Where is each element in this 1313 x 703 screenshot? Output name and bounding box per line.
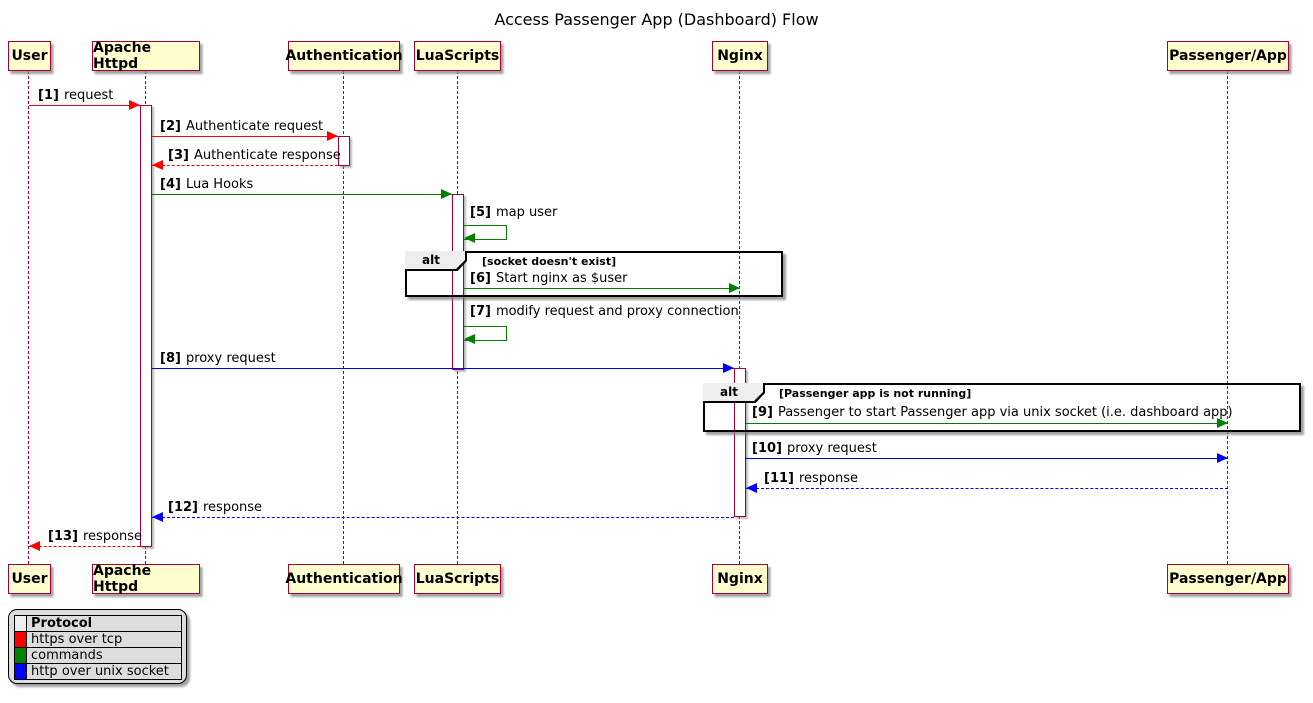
participant-top-nginx: Nginx bbox=[712, 41, 768, 71]
legend-table: Protocol https over tcp commands http ov… bbox=[14, 615, 182, 680]
message-3-line bbox=[152, 165, 338, 166]
lifeline-user bbox=[28, 71, 29, 564]
message-4-arrowhead bbox=[441, 189, 452, 199]
message-1-line bbox=[29, 105, 140, 106]
alt-frame-tab: alt bbox=[703, 383, 765, 403]
legend-label: http over unix socket bbox=[26, 663, 182, 680]
alt-frame-passenger: alt [Passenger app is not running] bbox=[703, 383, 1301, 432]
legend-header-swatch bbox=[14, 615, 27, 632]
message-2-label: [2]Authenticate request bbox=[160, 119, 324, 134]
message-10-arrowhead bbox=[1217, 453, 1228, 463]
alt-frame-tab: alt bbox=[405, 251, 467, 271]
message-13-label: [13]response bbox=[48, 529, 143, 544]
participant-bottom-user: User bbox=[8, 564, 51, 594]
activation-authentication bbox=[338, 136, 350, 166]
participant-label: User bbox=[11, 571, 48, 587]
participant-label: Passenger/App bbox=[1169, 571, 1287, 587]
message-6-arrowhead bbox=[729, 283, 740, 293]
participant-top-authentication: Authentication bbox=[285, 41, 403, 71]
message-6-label: [6]Start nginx as $user bbox=[470, 271, 628, 286]
participant-top-passenger-app: Passenger/App bbox=[1167, 41, 1289, 71]
message-8-line bbox=[152, 368, 734, 369]
message-2-line bbox=[152, 136, 338, 137]
participant-label: Authentication bbox=[285, 48, 403, 64]
participant-top-user: User bbox=[8, 41, 51, 71]
message-6-line bbox=[464, 288, 740, 289]
legend: Protocol https over tcp commands http ov… bbox=[8, 609, 187, 684]
message-12-label: [12]response bbox=[168, 500, 263, 515]
message-11-label: [11]response bbox=[764, 471, 859, 486]
participant-label: Nginx bbox=[717, 48, 763, 64]
message-10-line bbox=[746, 458, 1228, 459]
alt-frame-label: alt bbox=[703, 383, 763, 401]
message-2-arrowhead bbox=[327, 131, 338, 141]
participant-label: Authentication bbox=[285, 571, 403, 587]
alt-frame-label: alt bbox=[405, 251, 465, 269]
message-11-line bbox=[746, 488, 1228, 489]
message-7-label: [7]modify request and proxy connection bbox=[470, 304, 739, 319]
legend-row-unix-socket: http over unix socket bbox=[14, 663, 182, 680]
participant-top-luascripts: LuaScripts bbox=[414, 41, 501, 71]
participant-bottom-apache-httpd: Apache Httpd bbox=[92, 563, 200, 595]
message-5-label: [5]map user bbox=[470, 205, 558, 220]
message-7-arrowhead bbox=[464, 334, 475, 344]
message-8-arrowhead bbox=[723, 363, 734, 373]
diagram-title: Access Passenger App (Dashboard) Flow bbox=[494, 10, 819, 29]
participant-bottom-nginx: Nginx bbox=[712, 564, 768, 594]
participant-label: Apache Httpd bbox=[93, 563, 152, 595]
message-11-arrowhead bbox=[746, 483, 757, 493]
legend-label: commands bbox=[26, 647, 182, 664]
legend-row-https: https over tcp bbox=[14, 631, 182, 648]
activation-luascripts bbox=[452, 194, 464, 370]
participant-top-apache-httpd: Apache Httpd bbox=[92, 40, 200, 72]
message-3-arrowhead bbox=[152, 160, 163, 170]
message-13-line bbox=[29, 546, 140, 547]
message-10-label: [10]proxy request bbox=[752, 441, 877, 456]
legend-header-label: Protocol bbox=[26, 615, 182, 632]
activation-apache-httpd bbox=[140, 105, 152, 547]
legend-row-commands: commands bbox=[14, 647, 182, 664]
message-1-arrowhead bbox=[129, 100, 140, 110]
message-12-line bbox=[152, 517, 734, 518]
message-9-label: [9]Passenger to start Passenger app via … bbox=[752, 405, 1233, 420]
message-4-label: [4]Lua Hooks bbox=[160, 177, 254, 192]
participant-label: Apache Httpd bbox=[93, 40, 152, 72]
legend-swatch-blue bbox=[14, 663, 27, 680]
message-4-line bbox=[152, 194, 452, 195]
alt-frame-condition: [socket doesn't exist] bbox=[482, 255, 617, 268]
message-3-label: [3]Authenticate response bbox=[168, 148, 341, 163]
legend-label: https over tcp bbox=[26, 631, 182, 648]
participant-bottom-authentication: Authentication bbox=[285, 564, 403, 594]
legend-header-row: Protocol bbox=[14, 615, 182, 632]
message-13-arrowhead bbox=[29, 541, 40, 551]
participant-label: User bbox=[11, 48, 48, 64]
message-5-arrowhead bbox=[464, 233, 475, 243]
message-8-label: [8]proxy request bbox=[160, 351, 276, 366]
participant-label: LuaScripts bbox=[415, 571, 500, 587]
message-5-selfloop bbox=[464, 225, 507, 240]
message-1-label: [1]request bbox=[38, 88, 114, 103]
participant-label: Nginx bbox=[717, 571, 763, 587]
alt-frame-condition: [Passenger app is not running] bbox=[779, 387, 972, 400]
legend-swatch-red bbox=[14, 631, 27, 648]
message-9-line bbox=[746, 423, 1228, 424]
message-7-selfloop bbox=[464, 326, 507, 341]
message-12-arrowhead bbox=[152, 512, 163, 522]
participant-label: Passenger/App bbox=[1169, 48, 1287, 64]
activation-nginx bbox=[734, 368, 746, 517]
message-9-arrowhead bbox=[1217, 418, 1228, 428]
participant-bottom-luascripts: LuaScripts bbox=[414, 564, 501, 594]
legend-swatch-green bbox=[14, 647, 27, 664]
alt-frame-socket: alt [socket doesn't exist] bbox=[405, 251, 783, 297]
lifeline-passenger-app bbox=[1227, 71, 1228, 564]
participant-label: LuaScripts bbox=[415, 48, 500, 64]
lifeline-authentication bbox=[343, 71, 344, 564]
lifeline-nginx bbox=[739, 71, 740, 564]
participant-bottom-passenger-app: Passenger/App bbox=[1167, 564, 1289, 594]
